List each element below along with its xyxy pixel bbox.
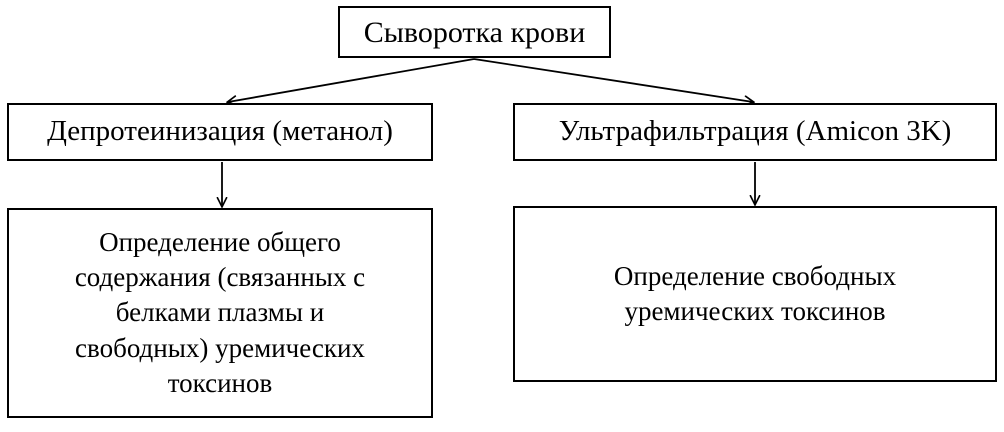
node-ultrafiltration: Ультрафильтрация (Amicon 3K) [513,103,997,161]
node-serum: Сыворотка крови [338,6,611,58]
node-free-toxins: Определение свободных уремических токсин… [513,206,997,382]
node-total-content: Определение общего содержания (связанных… [7,208,433,418]
edge-serum-to-deproteinization [228,58,475,102]
edge-serum-to-ultrafiltration [473,58,753,102]
node-deproteinization: Депротеинизация (метанол) [7,103,433,161]
